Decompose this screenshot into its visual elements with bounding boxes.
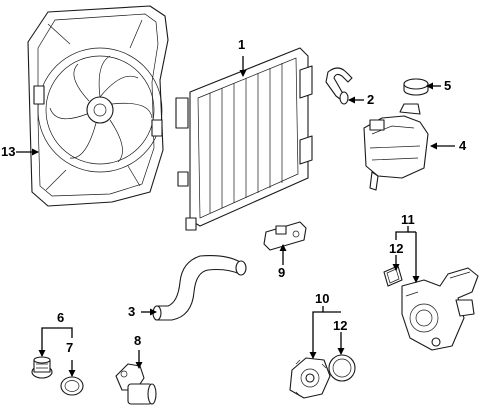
thermostat-housing-part[interactable]	[383, 265, 479, 351]
upper-hose-part[interactable]	[325, 67, 353, 105]
callout-4[interactable]: 4	[459, 138, 467, 153]
water-pump-part[interactable]	[289, 357, 331, 399]
callout-10[interactable]: 10	[315, 291, 330, 306]
water-outlet-part[interactable]	[115, 363, 157, 405]
callout-1[interactable]: 1	[238, 37, 246, 52]
coolant-reservoir-part[interactable]	[363, 103, 429, 191]
leader-lines	[16, 56, 455, 377]
callout-2[interactable]: 2	[367, 92, 375, 107]
radiator-part[interactable]	[175, 47, 313, 231]
fan-shroud-part[interactable]	[27, 5, 169, 207]
callout-11[interactable]: 11	[401, 212, 415, 227]
callout-7[interactable]: 7	[66, 340, 74, 355]
thermostat-part[interactable]	[31, 356, 53, 379]
reservoir-cap-part[interactable]	[403, 78, 429, 96]
callout-12-water-pump-gasket[interactable]: 12	[333, 318, 348, 333]
callout-9[interactable]: 9	[278, 265, 286, 280]
callout-3[interactable]: 3	[128, 304, 136, 319]
callout-8[interactable]: 8	[134, 333, 142, 348]
callout-5[interactable]: 5	[444, 78, 452, 93]
callout-6[interactable]: 6	[57, 310, 65, 325]
callout-12-thermostat-housing-gasket[interactable]: 12	[389, 241, 404, 256]
thermostat-gasket-part[interactable]	[60, 376, 84, 396]
coolant-sensor-part[interactable]	[263, 221, 307, 251]
water-pump-gasket-part[interactable]	[328, 354, 356, 382]
callout-13[interactable]: 13	[1, 144, 16, 159]
lower-hose-part[interactable]	[152, 255, 247, 321]
